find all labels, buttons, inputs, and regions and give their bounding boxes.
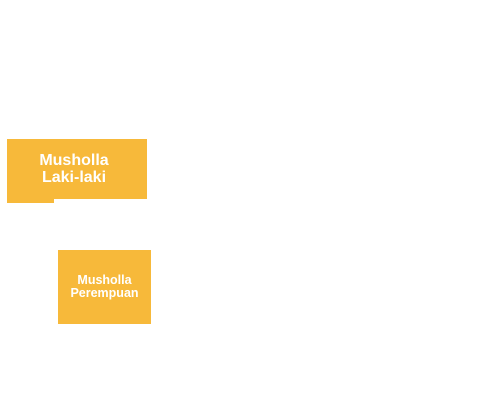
- musholla-laki-laki-text: Musholla Laki-laki: [39, 151, 109, 186]
- musholla-laki-laki-label-tab: [7, 199, 54, 203]
- musholla-perempuan-text: Musholla Perempuan: [70, 272, 139, 300]
- musholla-perempuan-label[interactable]: Musholla Perempuan: [58, 250, 151, 324]
- musholla-laki-laki-label[interactable]: Musholla Laki-laki: [7, 139, 147, 199]
